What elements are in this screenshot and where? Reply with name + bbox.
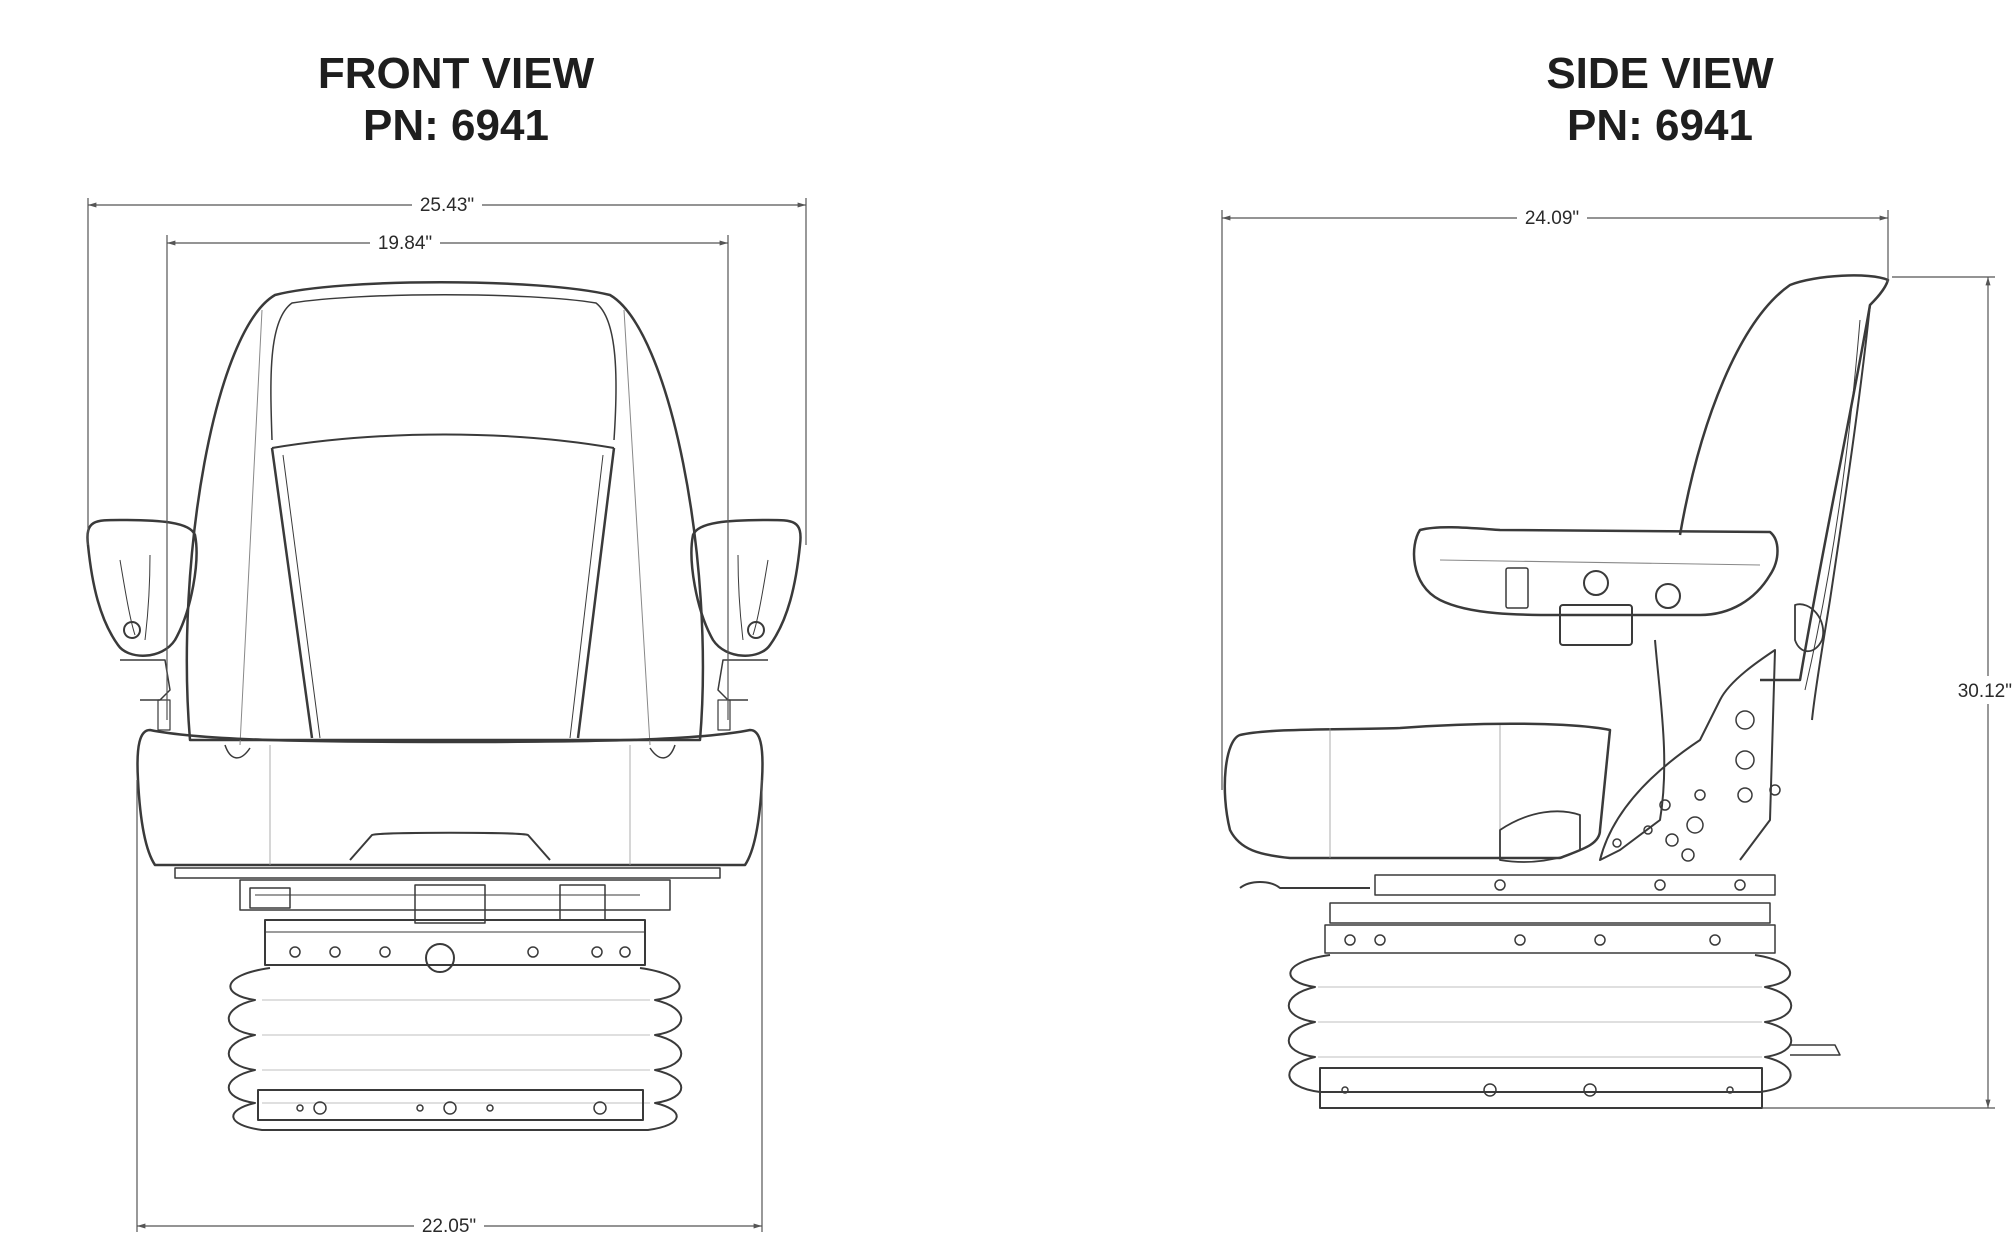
side-dimension-labels: 24.09" 30.12"	[1517, 203, 2016, 704]
side-view-title: SIDE VIEW	[1546, 49, 1774, 98]
front-right-armrest	[690, 518, 802, 731]
front-dimensions	[87, 198, 807, 1232]
side-dimensions	[1221, 210, 1995, 1109]
side-armrest	[1412, 526, 1779, 617]
front-center-panel	[270, 447, 616, 739]
side-view-part-number: PN: 6941	[1567, 101, 1753, 150]
front-frame-bolts	[289, 946, 631, 958]
side-bracket-bolts	[1612, 710, 1781, 862]
side-shroud	[1499, 810, 1581, 863]
front-view-part-number: PN: 6941	[363, 101, 549, 150]
side-armrest-latch	[1559, 604, 1633, 646]
side-bellows	[1287, 954, 1793, 1093]
dim-depth-label: 24.09"	[1525, 208, 1579, 229]
front-left-armrest	[86, 518, 198, 731]
front-bellows	[227, 967, 683, 1131]
side-suspension-frame	[1239, 874, 1776, 954]
side-backrest	[1678, 274, 1890, 682]
dim-height-label: 30.12"	[1958, 681, 2012, 702]
dim-overall-width-label: 25.43"	[420, 195, 474, 216]
front-dimension-labels: 25.43" 19.84" 22.05"	[370, 190, 484, 1237]
side-base-plate	[1319, 1067, 1763, 1109]
front-view-title: FRONT VIEW	[317, 49, 595, 98]
dim-backrest-width-label: 19.84"	[378, 233, 432, 254]
side-seat-cushion	[1223, 722, 1612, 860]
side-view-drawing	[1223, 274, 1890, 1109]
side-bracket	[1599, 639, 1776, 861]
front-headrest	[270, 294, 617, 441]
front-suspension-frame	[174, 867, 721, 973]
front-backrest	[185, 281, 705, 742]
front-view-drawing	[86, 281, 802, 1131]
front-seat-cushion	[136, 728, 764, 867]
side-knob	[1794, 603, 1825, 653]
front-base-plate	[257, 1089, 644, 1121]
dim-base-width-label: 22.05"	[422, 1216, 476, 1237]
side-view-heading: SIDE VIEW PN: 6941	[1460, 48, 1860, 152]
front-view-heading: FRONT VIEW PN: 6941	[256, 48, 656, 152]
